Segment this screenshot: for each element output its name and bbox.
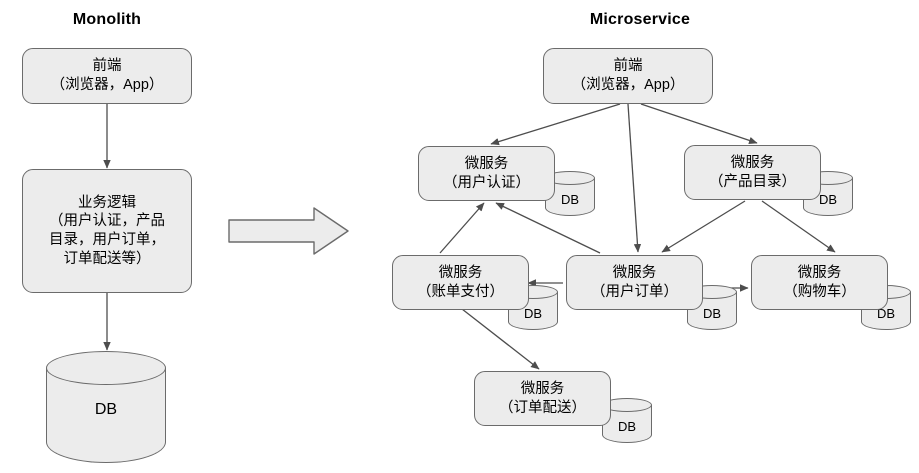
product-catalog-line1: 微服务 <box>730 154 775 171</box>
business-logic-line2: （用户认证，产品 <box>49 213 165 230</box>
monolith-database-cylinder[interactable]: DB <box>46 351 166 463</box>
user-order-line1: 微服务 <box>612 264 657 281</box>
user-order-line2: （用户订单） <box>591 283 678 300</box>
order-delivery-database-label: DB <box>617 419 637 434</box>
microservice-user-order-node[interactable]: 微服务 （用户订单） <box>566 255 703 310</box>
business-logic-line4: 订单配送等） <box>63 250 151 267</box>
order-delivery-line2: （订单配送） <box>499 399 586 416</box>
microservice-order-delivery-node[interactable]: 微服务 （订单配送） <box>474 371 611 426</box>
microservice-title: Microservice <box>589 11 691 28</box>
shopping-cart-database-label: DB <box>876 306 896 321</box>
product-catalog-line2: （产品目录） <box>709 173 796 190</box>
shopping-cart-line2: （购物车） <box>783 283 856 300</box>
monolith-to-microservice-arrow <box>228 206 350 256</box>
monolith-title: Monolith <box>72 11 142 28</box>
monolith-frontend-node[interactable]: 前端 （浏览器，App） <box>22 48 192 104</box>
monolith-business-logic-node[interactable]: 业务逻辑 （用户认证，产品 目录，用户订单， 订单配送等） <box>22 169 192 293</box>
user-auth-line1: 微服务 <box>464 155 509 172</box>
business-logic-line1: 业务逻辑 <box>78 194 136 211</box>
monolith-frontend-line1: 前端 <box>92 58 122 75</box>
microservice-frontend-node[interactable]: 前端 （浏览器，App） <box>543 48 713 104</box>
microservice-shopping-cart-node[interactable]: 微服务 （购物车） <box>751 255 888 310</box>
microservice-user-auth-node[interactable]: 微服务 （用户认证） <box>418 146 555 201</box>
edge-ms-frontend-to-user-order <box>627 103 642 253</box>
monolith-frontend-line2: （浏览器，App） <box>50 77 164 93</box>
billing-payment-line1: 微服务 <box>438 264 483 281</box>
microservice-product-catalog-node[interactable]: 微服务 （产品目录） <box>684 145 821 200</box>
cylinder-top <box>46 351 166 385</box>
shopping-cart-line1: 微服务 <box>797 264 842 281</box>
billing-payment-line2: （账单支付） <box>417 283 504 300</box>
ms-frontend-line1: 前端 <box>613 58 643 75</box>
business-logic-line3: 目录，用户订单， <box>49 232 165 248</box>
user-order-database-label: DB <box>702 306 722 321</box>
edge-product-catalog-to-billing <box>661 200 746 253</box>
monolith-database-label: DB <box>94 401 118 418</box>
ms-frontend-line2: （浏览器，App） <box>571 77 685 93</box>
order-delivery-line1: 微服务 <box>520 380 565 397</box>
microservice-billing-payment-node[interactable]: 微服务 （账单支付） <box>392 255 529 310</box>
edge-billing-to-user-auth <box>439 202 485 254</box>
edge-ms-frontend-to-user-auth <box>490 103 621 146</box>
user-auth-line2: （用户认证） <box>443 174 530 191</box>
edge-ms-frontend-to-product-catalog <box>640 103 758 144</box>
